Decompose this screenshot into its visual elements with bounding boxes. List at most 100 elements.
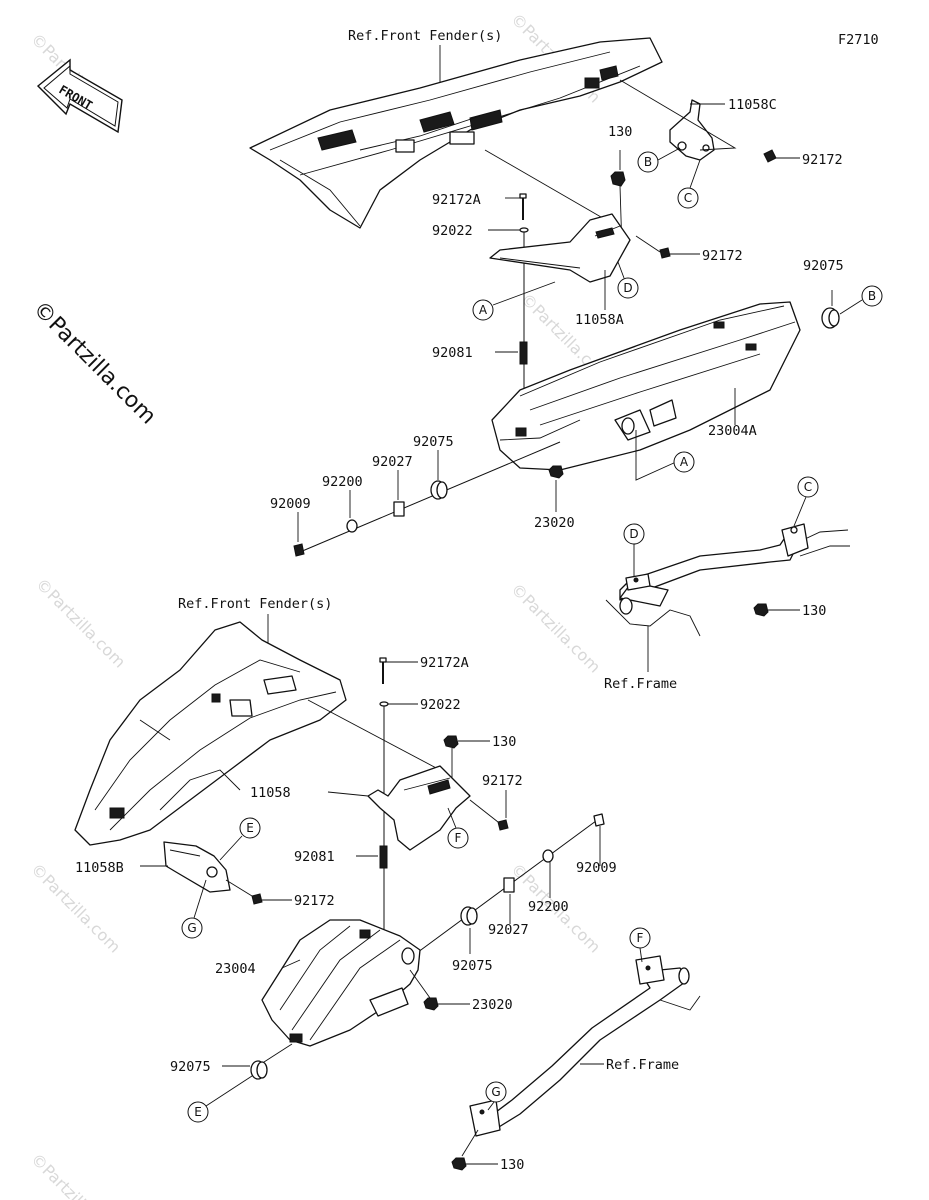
frame-section-upper — [605, 523, 850, 637]
svg-text:G: G — [187, 921, 196, 935]
callout-d-upper-1: D — [617, 277, 639, 299]
label-92027-upper: 92027 — [372, 454, 413, 470]
callout-c-upper-1: C — [677, 187, 699, 209]
front-arrow-icon: FRONT — [36, 58, 123, 134]
bracket-11058c — [669, 99, 715, 161]
callout-g-lower-1: G — [181, 917, 203, 939]
label-92172a-lower: 92172A — [420, 655, 469, 671]
washer-92022-lower — [379, 701, 389, 707]
nut-23020-lower — [423, 997, 439, 1011]
nut-130-upper-a — [610, 171, 626, 187]
label-23004a: 23004A — [708, 423, 757, 439]
label-92009-upper: 92009 — [270, 496, 311, 512]
callout-a-upper-1: A — [472, 299, 494, 321]
label-92200-lower: 92200 — [528, 899, 569, 915]
bolt-92172-lower-b — [251, 893, 263, 905]
label-92081-lower: 92081 — [294, 849, 335, 865]
collar-92027-upper — [393, 501, 405, 517]
partzilla-logo-text: ©Partzilla.com — [28, 297, 161, 430]
svg-text:C: C — [684, 191, 692, 205]
bracket-11058b — [163, 841, 231, 893]
label-130-lower-b: 130 — [500, 1157, 524, 1173]
label-92022-upper: 92022 — [432, 223, 473, 239]
callout-f-lower-2: F — [629, 927, 651, 949]
svg-text:D: D — [629, 527, 638, 541]
callout-e-lower-2: E — [187, 1101, 209, 1123]
callout-b-upper-1: B — [637, 151, 659, 173]
grommet-92075-upper-a — [821, 307, 840, 329]
label-92172-upper-b: 92172 — [702, 248, 743, 264]
bracket-11058 — [367, 765, 471, 851]
tray-23004 — [261, 919, 421, 1047]
svg-text:E: E — [194, 1105, 202, 1119]
frame-section-lower — [469, 955, 701, 1137]
grommet-92075-lower-b — [250, 1060, 268, 1080]
label-92172-upper-a: 92172 — [802, 152, 843, 168]
label-23004: 23004 — [215, 961, 256, 977]
callout-d-upper-2: D — [623, 523, 645, 545]
collar-92081-upper — [519, 341, 528, 365]
svg-text:E: E — [246, 821, 254, 835]
label-92081-upper: 92081 — [432, 345, 473, 361]
svg-text:A: A — [680, 455, 689, 469]
label-11058: 11058 — [250, 785, 291, 801]
ref-front-fender-lower: Ref.Front Fender(s) — [178, 596, 332, 612]
bolt-92009-lower — [593, 813, 605, 827]
callout-a-upper-2: A — [673, 451, 695, 473]
label-92027-lower: 92027 — [488, 922, 529, 938]
bolt-92172-upper-b — [659, 247, 671, 259]
bolt-92172-upper-a — [763, 149, 777, 163]
callout-g-lower-2: G — [485, 1081, 507, 1103]
bolt-92172-lower-a — [497, 819, 509, 831]
svg-text:B: B — [868, 289, 876, 303]
watermark-text: ©Partzilla.com — [507, 579, 604, 676]
callout-e-lower-1: E — [239, 817, 261, 839]
grommet-92075-lower-a — [460, 906, 478, 926]
label-92009-lower: 92009 — [576, 860, 617, 876]
svg-text:D: D — [623, 281, 632, 295]
label-92075-upper-b: 92075 — [413, 434, 454, 450]
nut-130-lower-b — [451, 1157, 467, 1171]
label-23020-upper: 23020 — [534, 515, 575, 531]
washer-92200-lower — [542, 849, 554, 863]
label-130-upper-a: 130 — [608, 124, 632, 140]
bolt-92172a-upper — [519, 193, 527, 220]
svg-text:F: F — [455, 831, 462, 845]
washer-92022-upper — [519, 227, 529, 233]
label-92022-lower: 92022 — [420, 697, 461, 713]
label-11058a: 11058A — [575, 312, 624, 328]
callout-c-upper-2: C — [797, 476, 819, 498]
nut-130-lower-a — [443, 735, 459, 749]
collar-92027-lower — [503, 877, 515, 893]
nut-23020-upper — [548, 465, 564, 479]
svg-text:G: G — [491, 1085, 500, 1099]
callout-b-upper-2: B — [861, 285, 883, 307]
label-130-upper-b: 130 — [802, 603, 826, 619]
ref-frame-upper: Ref.Frame — [604, 676, 677, 692]
callout-f-lower-1: F — [447, 827, 469, 849]
washer-92200-upper — [346, 519, 358, 533]
front-fender-lower — [74, 621, 347, 846]
label-92075-lower-a: 92075 — [452, 958, 493, 974]
bolt-92009-upper — [293, 543, 305, 557]
collar-92081-lower — [379, 845, 388, 869]
front-fender-upper — [249, 37, 663, 229]
label-92200-upper: 92200 — [322, 474, 363, 490]
bolt-92172a-lower — [379, 657, 387, 684]
label-11058b: 11058B — [75, 860, 124, 876]
label-92172-lower-b: 92172 — [294, 893, 335, 909]
upper-assembly: Ref.Front Fender(s) 11058C B C 92172 130 — [249, 28, 883, 692]
label-92075-upper-a: 92075 — [803, 258, 844, 274]
ref-front-fender-upper: Ref.Front Fender(s) — [348, 28, 502, 44]
label-92075-lower-b: 92075 — [170, 1059, 211, 1075]
watermark-text: ©Partzilla.com — [32, 574, 129, 671]
tray-23004a — [491, 301, 801, 471]
svg-text:F: F — [637, 931, 644, 945]
label-92172a-upper: 92172A — [432, 192, 481, 208]
label-11058c: 11058C — [728, 97, 777, 113]
nut-130-upper-b — [753, 603, 769, 617]
label-23020-lower: 23020 — [472, 997, 513, 1013]
svg-text:B: B — [644, 155, 652, 169]
grommet-92075-upper-b — [430, 480, 448, 500]
